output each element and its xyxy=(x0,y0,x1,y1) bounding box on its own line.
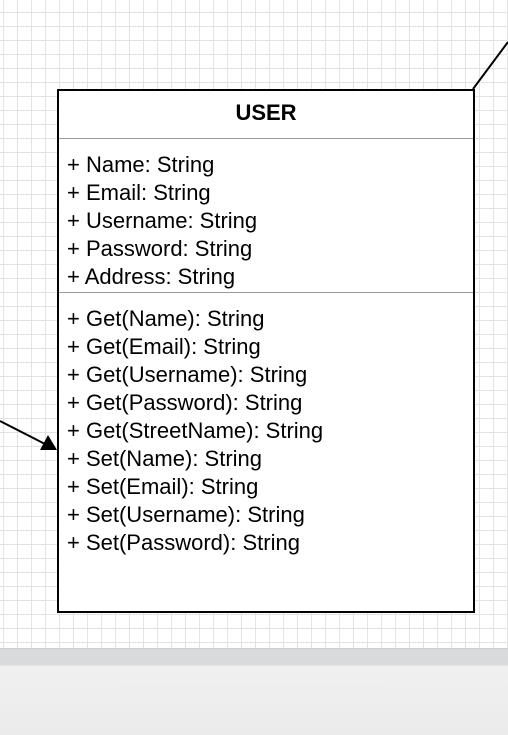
methods-compartment[interactable]: + Get(Name): String + Get(Email): String +… xyxy=(59,293,473,557)
connectors-layer xyxy=(0,41,508,450)
method-row[interactable]: + Set(Username): String xyxy=(67,502,305,527)
attribute-row[interactable]: + Username: String xyxy=(67,208,258,233)
arrowhead-icon xyxy=(40,435,57,450)
method-row[interactable]: + Get(Name): String xyxy=(67,306,265,331)
association-line-left[interactable] xyxy=(0,420,46,445)
attributes-compartment[interactable]: + Name: String + Email: String + Username:… xyxy=(59,139,473,293)
bottom-panel xyxy=(0,648,508,735)
attribute-row[interactable]: + Address: String xyxy=(67,264,236,289)
method-row[interactable]: + Set(Name): String xyxy=(67,446,263,471)
user-class-box[interactable]: USER + Name: String + Email: String + User… xyxy=(57,89,475,613)
method-row[interactable]: + Get(Password): String xyxy=(67,390,303,415)
method-row[interactable]: + Get(StreetName): String xyxy=(67,418,324,443)
method-row[interactable]: + Set(Email): String xyxy=(67,474,259,499)
association-line-top-right[interactable] xyxy=(472,41,508,90)
method-row[interactable]: + Get(Email): String xyxy=(67,334,261,359)
diagram-canvas[interactable]: USER + Name: String + Email: String + User… xyxy=(0,0,508,648)
method-row[interactable]: + Set(Password): String xyxy=(67,530,300,555)
attribute-row[interactable]: + Name: String xyxy=(67,152,215,177)
attribute-row[interactable]: + Email: String xyxy=(67,180,211,205)
method-row[interactable]: + Get(Username): String xyxy=(67,362,308,387)
class-name[interactable]: USER xyxy=(59,91,473,139)
attribute-row[interactable]: + Password: String xyxy=(67,236,253,261)
